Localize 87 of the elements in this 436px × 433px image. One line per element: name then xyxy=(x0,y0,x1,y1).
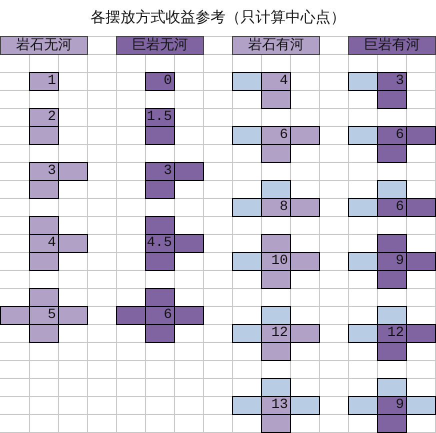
adjacent-tile xyxy=(0,306,30,325)
adjacent-tile xyxy=(261,414,291,433)
adjacent-tile xyxy=(261,342,291,361)
value-tile: 1 xyxy=(29,72,59,91)
adjacent-tile xyxy=(174,162,204,181)
river-tile xyxy=(261,378,291,397)
river-tile xyxy=(261,180,291,199)
river-tile xyxy=(348,72,378,91)
column-header: 岩石有河 xyxy=(232,36,320,55)
adjacent-tile xyxy=(290,324,320,343)
value-tile: 4 xyxy=(29,234,59,253)
adjacent-tile xyxy=(29,126,59,145)
adjacent-tile xyxy=(145,216,175,235)
adjacent-tile xyxy=(406,126,436,145)
adjacent-tile xyxy=(145,288,175,307)
adjacent-tile xyxy=(377,90,407,109)
adjacent-tile xyxy=(145,252,175,271)
value-tile: 1.5 xyxy=(145,108,175,127)
adjacent-tile xyxy=(58,234,88,253)
adjacent-tile xyxy=(29,288,59,307)
river-tile xyxy=(232,126,262,145)
value-tile: 13 xyxy=(261,396,291,415)
adjacent-tile xyxy=(406,324,436,343)
river-tile xyxy=(406,396,436,415)
value-tile: 3 xyxy=(145,162,175,181)
adjacent-tile xyxy=(29,216,59,235)
river-tile xyxy=(290,396,320,415)
adjacent-tile xyxy=(174,306,204,325)
adjacent-tile xyxy=(406,252,436,271)
value-tile: 10 xyxy=(261,252,291,271)
value-tile: 3 xyxy=(29,162,59,181)
value-tile: 4 xyxy=(261,72,291,91)
value-tile: 9 xyxy=(377,396,407,415)
adjacent-tile xyxy=(377,270,407,289)
adjacent-tile xyxy=(29,180,59,199)
river-tile xyxy=(377,378,407,397)
value-tile: 2 xyxy=(29,108,59,127)
river-tile xyxy=(232,72,262,91)
value-tile: 6 xyxy=(377,198,407,217)
value-tile: 6 xyxy=(261,126,291,145)
river-tile xyxy=(377,180,407,199)
adjacent-tile xyxy=(261,270,291,289)
river-tile xyxy=(232,198,262,217)
value-tile: 12 xyxy=(261,324,291,343)
adjacent-tile xyxy=(261,90,291,109)
value-tile: 4.5 xyxy=(145,234,175,253)
value-tile: 9 xyxy=(377,252,407,271)
column-header: 巨岩无河 xyxy=(116,36,204,55)
value-tile: 8 xyxy=(261,198,291,217)
river-tile xyxy=(232,324,262,343)
river-tile xyxy=(232,252,262,271)
adjacent-tile xyxy=(377,234,407,253)
adjacent-tile xyxy=(145,126,175,145)
adjacent-tile xyxy=(290,252,320,271)
river-tile xyxy=(348,252,378,271)
adjacent-tile xyxy=(290,126,320,145)
adjacent-tile xyxy=(145,324,175,343)
river-tile xyxy=(261,306,291,325)
adjacent-tile xyxy=(58,306,88,325)
value-tile: 0 xyxy=(145,72,175,91)
adjacent-tile xyxy=(261,144,291,163)
value-tile: 5 xyxy=(29,306,59,325)
column-header: 巨岩有河 xyxy=(348,36,436,55)
adjacent-tile xyxy=(377,414,407,433)
adjacent-tile xyxy=(58,162,88,181)
adjacent-tile xyxy=(29,252,59,271)
river-tile xyxy=(348,198,378,217)
adjacent-tile xyxy=(116,306,146,325)
adjacent-tile xyxy=(406,198,436,217)
adjacent-tile xyxy=(261,234,291,253)
river-tile xyxy=(348,324,378,343)
adjacent-tile xyxy=(290,198,320,217)
adjacent-tile xyxy=(174,234,204,253)
river-tile xyxy=(377,306,407,325)
adjacent-tile xyxy=(29,324,59,343)
river-tile xyxy=(232,396,262,415)
adjacent-tile xyxy=(145,180,175,199)
value-tile: 6 xyxy=(145,306,175,325)
adjacent-tile xyxy=(377,144,407,163)
river-tile xyxy=(348,396,378,415)
river-tile xyxy=(348,126,378,145)
value-tile: 12 xyxy=(377,324,407,343)
value-tile: 6 xyxy=(377,126,407,145)
value-tile: 3 xyxy=(377,72,407,91)
diagram-title: 各摆放方式收益参考（只计算中心点） xyxy=(90,8,346,26)
column-header: 岩石无河 xyxy=(0,36,88,55)
adjacent-tile xyxy=(377,342,407,361)
